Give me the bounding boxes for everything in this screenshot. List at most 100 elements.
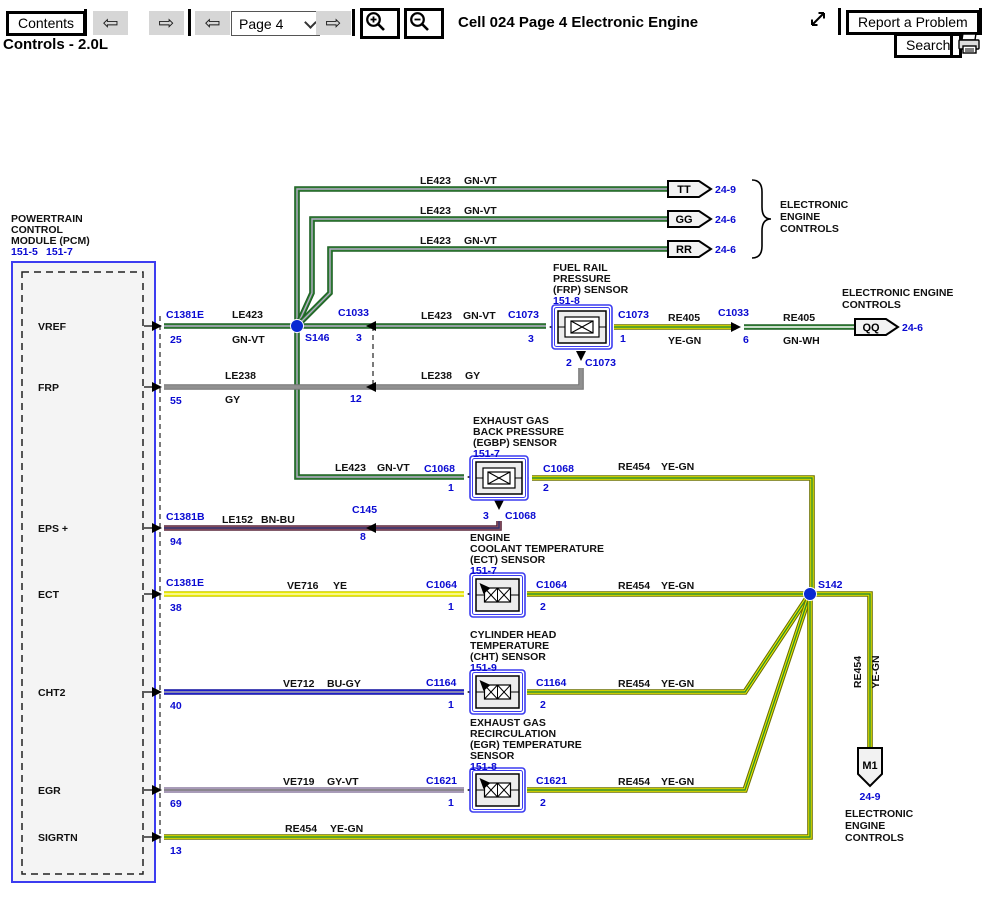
pin-arrow <box>152 382 162 392</box>
connector-label: C1621 <box>536 775 567 787</box>
wire-label: LE423 <box>335 462 366 474</box>
pcm-pin-label: EPS + <box>38 523 68 535</box>
wire-le423-gg <box>296 218 667 327</box>
page-ref-link[interactable]: 24-6 <box>715 214 736 226</box>
wire-le238-frp <box>164 368 583 389</box>
wire-label: GN-VT <box>463 310 496 322</box>
page-select[interactable]: Page 4 <box>231 11 320 36</box>
left-arrow-icon: ⇦ <box>204 12 221 34</box>
wire-label: LE423 <box>421 310 452 322</box>
prev-cell-button[interactable]: ⇦ <box>93 11 128 35</box>
wire-re454-sigrtn <box>164 600 811 838</box>
frp-sensor <box>554 307 610 347</box>
thermistor-arrow <box>479 680 491 691</box>
wire-label: ELECTRONIC <box>845 808 914 820</box>
page-ref-link[interactable]: 24-9 <box>859 791 880 803</box>
connector-label: 2 <box>540 699 546 711</box>
offpage-connector-RR[interactable] <box>667 240 713 258</box>
splice-S146 <box>290 319 304 333</box>
wire-re454-m1 <box>813 593 871 750</box>
offpage-connector-QQ[interactable] <box>854 318 900 336</box>
wire-label: GN-VT <box>464 235 497 247</box>
sensor-name: (ECT) SENSOR <box>470 554 546 566</box>
thermistor-symbol <box>497 684 511 700</box>
sensor-name: ENGINE <box>470 532 510 544</box>
offpage-connector-M1[interactable] <box>857 747 883 788</box>
offpage-connector-label: RR <box>676 244 692 256</box>
connector-label: 2 <box>540 601 546 613</box>
connector-label: C1068 <box>424 463 455 475</box>
page-ref-link[interactable]: 24-9 <box>715 184 736 196</box>
wire-label: RE454 <box>618 461 650 473</box>
wire-label: YE-GN <box>661 678 694 690</box>
wire-label: GN-VT <box>464 175 497 187</box>
thermistor-symbol <box>497 587 511 603</box>
wire-label: GY <box>225 394 240 406</box>
wire-label: YE-GN <box>661 461 694 473</box>
pcm-title: CONTROL <box>11 224 63 236</box>
offpage-connector-TT[interactable] <box>667 180 713 198</box>
sensor-name: COOLANT TEMPERATURE <box>470 543 604 555</box>
sensor-name: SENSOR <box>470 750 515 762</box>
wire-le423-egbp <box>296 326 464 478</box>
splice-label: S142 <box>818 579 843 591</box>
wire-label: LE152 <box>222 514 253 526</box>
wire-label: GN-VT <box>464 205 497 217</box>
offpage-connector-GG[interactable] <box>667 210 713 228</box>
pin-arrow <box>152 687 162 697</box>
report-problem-button[interactable]: Report a Problem <box>846 10 980 35</box>
wire-label: ENGINE <box>780 211 820 223</box>
pcm-pin-label: SIGRTN <box>38 832 78 844</box>
connector-label: C1033 <box>718 307 749 319</box>
connector-label: C1033 <box>338 307 369 319</box>
sensor-name: (CHT) SENSOR <box>470 651 546 663</box>
connector-label: C1381E <box>166 577 204 589</box>
toolbar-separator <box>352 9 355 36</box>
page-ref-link[interactable]: 151-7 <box>46 246 73 258</box>
wire-le423-egbp <box>295 326 464 479</box>
page-ref-link[interactable]: 151-8 <box>470 761 497 773</box>
sensor-name: TEMPERATURE <box>470 640 549 652</box>
cht-sensor <box>472 672 523 712</box>
page-ref-link[interactable]: 24-6 <box>715 244 736 256</box>
pin-arrow <box>152 321 162 331</box>
connector-label: C1621 <box>426 775 457 787</box>
connector-label: 6 <box>743 334 749 346</box>
offpage-connector-label: M1 <box>862 760 877 772</box>
contents-button[interactable]: Contents <box>6 11 87 36</box>
pcm-inner-dashed-box <box>21 271 144 875</box>
prev-page-button[interactable]: ⇦ <box>195 11 230 35</box>
sensor-name: (EGR) TEMPERATURE <box>470 739 582 751</box>
connector-label: 2 <box>540 797 546 809</box>
page-ref-link[interactable]: 151-9 <box>470 662 497 674</box>
connector-label: 3 <box>483 510 489 522</box>
connector-label: C1073 <box>618 309 649 321</box>
page-ref-link[interactable]: 151-8 <box>553 295 580 307</box>
sensor-name: BACK PRESSURE <box>473 426 564 438</box>
right-arrow-icon: ⇨ <box>158 12 175 34</box>
wire-label: RE454 <box>618 776 650 788</box>
thermistor-symbol <box>484 587 498 603</box>
pin-number: 13 <box>170 845 182 857</box>
page-ref-link[interactable]: 151-5 <box>11 246 38 258</box>
wire-label: YE-GN <box>668 335 701 347</box>
page-ref-link[interactable]: 151-7 <box>473 448 500 460</box>
wire-le152-eps <box>164 521 501 530</box>
page-ref-link[interactable]: 151-7 <box>470 565 497 577</box>
wire-label: LE423 <box>420 205 451 217</box>
connector-label: C1064 <box>536 579 567 591</box>
zoom-in-button[interactable] <box>360 8 400 39</box>
next-page-button[interactable]: ⇨ <box>316 11 351 35</box>
page-ref-link[interactable]: 24-6 <box>902 322 923 334</box>
wire-label: ELECTRONIC ENGINE <box>842 287 953 299</box>
thermistor-symbol <box>497 782 511 798</box>
sensor-name: EXHAUST GAS <box>470 717 546 729</box>
zoom-out-button[interactable] <box>404 8 444 39</box>
wire-label: BN-BU <box>261 514 295 526</box>
connector-label: 12 <box>350 393 362 405</box>
next-cell-button[interactable]: ⇨ <box>149 11 184 35</box>
toolbar: Cell 024 Page 4 Electronic Engine Contro… <box>0 0 986 62</box>
connector-label: 1 <box>448 482 454 494</box>
